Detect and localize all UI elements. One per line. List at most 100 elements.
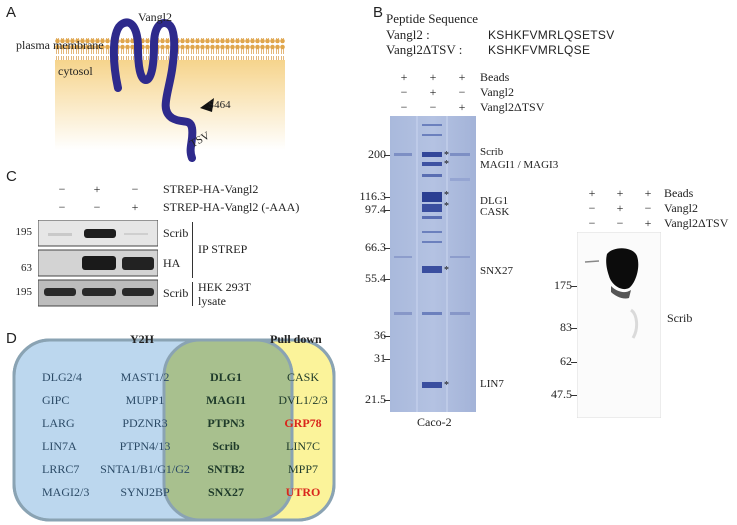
y2h-title: Y2H: [130, 332, 154, 346]
y2h-item: PDZNR3: [122, 416, 168, 430]
y2h-item: LRRC7: [42, 462, 80, 476]
blot-marker: 62: [560, 354, 572, 368]
y2h-item: SNTA1/B1/G1/G2: [100, 462, 190, 476]
svg-text:*: *: [444, 159, 449, 170]
svg-text:*: *: [444, 190, 449, 201]
blot-sign: −: [616, 216, 624, 230]
svg-text:*: *: [444, 380, 449, 391]
gel-marker: 200: [368, 147, 386, 161]
pulldown-item-highlight: UTRO: [285, 485, 321, 499]
gel-marker-tick: [384, 359, 390, 360]
y2h-item: MUPP1: [125, 393, 165, 407]
ip-row-label: Scrib: [163, 286, 189, 300]
peptide-row-name: Vangl2ΔTSV :: [386, 42, 463, 57]
panel-label-a: A: [6, 4, 17, 21]
blot-marker: 175: [554, 278, 572, 292]
s464-label: S464: [208, 99, 231, 111]
gel-marker-tick: [384, 197, 390, 198]
peptide-row-name: Vangl2 :: [386, 27, 430, 42]
gel-sign: +: [458, 100, 466, 114]
svg-text:*: *: [444, 201, 449, 212]
blot-marker: 47.5: [551, 387, 572, 401]
ip-sign: +: [131, 200, 139, 214]
ip-sign: −: [58, 200, 66, 214]
gel-sign: +: [458, 70, 466, 84]
y2h-item: MAGI2/3: [42, 485, 90, 499]
y2h-item: GIPC: [42, 393, 70, 407]
gel-band-label: Scrib: [480, 146, 504, 158]
gel-sign: −: [429, 100, 437, 114]
ip-row-label: HA: [163, 256, 181, 270]
gel-sign: +: [429, 70, 437, 84]
blot-condition-label: Vangl2: [664, 201, 698, 215]
gel-marker-tick: [384, 210, 390, 211]
ip-marker: 195: [15, 286, 33, 298]
gel-band-label: CASK: [480, 206, 510, 218]
overlap-item: Scrib: [212, 439, 240, 453]
gel-band-label: SNX27: [480, 265, 514, 277]
blot-sign: −: [588, 201, 596, 215]
blot-band-label: Scrib: [667, 311, 693, 325]
cytosol-label: cytosol: [58, 64, 93, 78]
ip-sign: −: [58, 182, 66, 196]
gel-band-label: MAGI1 / MAGI3: [480, 159, 559, 171]
gel-marker-tick: [384, 248, 390, 249]
lysate-group-label: lysate: [198, 294, 226, 308]
ip-row-label: Scrib: [163, 226, 189, 240]
ip-group-label: IP STREP: [198, 242, 248, 256]
gel-marker-tick: [384, 336, 390, 337]
coomassie-gel: * * * * * *: [390, 116, 476, 412]
y2h-item: DLG2/4: [42, 370, 82, 384]
pulldown-item: DVL1/2/3: [278, 393, 328, 407]
blot-marker: 83: [560, 320, 572, 334]
overlap-region: [164, 340, 292, 520]
gel-marker-tick: [384, 279, 390, 280]
gel-marker: 31: [374, 351, 386, 365]
blot-sign: +: [644, 186, 652, 200]
gel-band-label: DLG1: [480, 195, 509, 207]
blot-sign: +: [588, 186, 596, 200]
overlap-item: SNX27: [207, 485, 244, 499]
lysate-group-label: HEK 293T: [198, 280, 251, 294]
overlap-item: SNTB2: [207, 462, 245, 476]
blot-condition-label: Vangl2ΔTSV: [664, 216, 729, 230]
blot-marker-tick: [571, 328, 577, 329]
ip-blots: [38, 220, 158, 307]
overlap-item: PTPN3: [207, 416, 245, 430]
ip-sign: −: [131, 182, 139, 196]
gel-marker: 66.3: [365, 240, 386, 254]
s464-arrowhead: [200, 98, 214, 112]
peptide-title: Peptide Sequence: [386, 11, 479, 26]
ip-marker: 195: [15, 226, 33, 238]
overlap-item: DLG1: [209, 370, 242, 384]
panel-label-b: B: [373, 4, 384, 21]
gel-marker-tick: [384, 400, 390, 401]
vangl2-label: Vangl2: [138, 10, 172, 24]
venn-diagram: [12, 338, 336, 522]
gel-marker: 36: [374, 328, 386, 342]
membrane-diagram: [55, 18, 285, 162]
gel-condition-label: Beads: [480, 70, 510, 84]
ip-group-bracket: [192, 222, 193, 278]
scrib-western-blot: [577, 232, 661, 418]
blot-marker-tick: [571, 395, 577, 396]
blot-sign: +: [644, 216, 652, 230]
peptide-row-seq: KSHKFVMRLQSETSV: [488, 28, 615, 42]
y2h-item: LIN7A: [42, 439, 77, 453]
gel-condition-label: Vangl2ΔTSV: [480, 100, 545, 114]
blot-marker-tick: [571, 286, 577, 287]
gel-sign: −: [400, 100, 408, 114]
gel-marker: 116.3: [359, 189, 386, 203]
ip-condition-label: STREP-HA-Vangl2: [163, 182, 259, 196]
gel-condition-label: Vangl2: [480, 85, 514, 99]
pulldown-item: CASK: [286, 370, 319, 384]
ip-condition-label: STREP-HA-Vangl2 (-AAA): [163, 200, 300, 214]
ip-sign: −: [93, 200, 101, 214]
vangl2-protein: [109, 18, 197, 162]
gel-band-label: LIN7: [480, 378, 504, 390]
pulldown-item: LIN7C: [286, 439, 320, 453]
lysate-group-bracket: [192, 282, 193, 306]
gel-marker: 21.5: [365, 392, 386, 406]
gel-marker: 55.4: [365, 271, 386, 285]
y2h-item: PTPN4/13: [119, 439, 171, 453]
